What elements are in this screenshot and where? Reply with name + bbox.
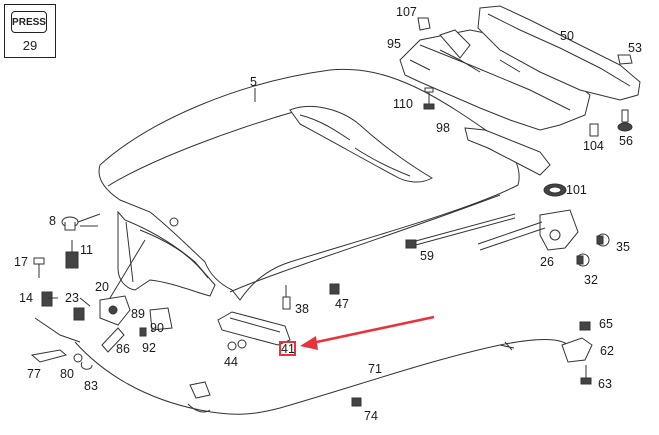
label-56: 56: [619, 134, 633, 148]
label-77: 77: [27, 367, 41, 381]
label-98: 98: [436, 121, 450, 135]
bumper-38[interactable]: [282, 285, 291, 310]
catch-89-90-92[interactable]: [139, 307, 173, 337]
screw-63[interactable]: [580, 365, 592, 385]
label-110: 110: [393, 97, 413, 111]
label-107: 107: [396, 5, 417, 19]
label-53: 53: [628, 41, 642, 55]
label-47: 47: [335, 297, 349, 311]
hood-panel[interactable]: [98, 68, 520, 301]
label-90: 90: [150, 321, 164, 335]
bumper-8[interactable]: [61, 216, 79, 231]
label-23: 23: [65, 291, 79, 305]
label-80: 80: [60, 367, 74, 381]
label-62: 62: [600, 344, 614, 358]
label-83: 83: [84, 379, 98, 393]
bolt-32[interactable]: [576, 253, 590, 267]
grommet-44[interactable]: [227, 339, 247, 351]
hinge-26[interactable]: [477, 209, 579, 251]
label-101: 101: [566, 183, 587, 197]
press-number: 29: [22, 38, 38, 53]
label-63: 63: [598, 377, 612, 391]
press-label: PRESS: [11, 11, 47, 33]
highlight-arrow: [300, 315, 435, 350]
label-26: 26: [540, 255, 554, 269]
label-32: 32: [584, 273, 598, 287]
latch-bracket-41[interactable]: [217, 311, 291, 346]
label-35: 35: [616, 240, 630, 254]
bolt-17[interactable]: [33, 257, 45, 278]
latch-20[interactable]: [99, 295, 131, 326]
emblem-101[interactable]: [543, 183, 567, 197]
seal-strip[interactable]: [464, 127, 551, 176]
label-20: 20: [95, 280, 109, 294]
label-14: 14: [19, 291, 33, 305]
clip-14[interactable]: [41, 291, 53, 307]
clip-65[interactable]: [579, 321, 591, 331]
label-95: 95: [387, 37, 401, 51]
press-reference-box: PRESS 29: [4, 4, 56, 58]
label-92: 92: [142, 341, 156, 355]
label-17: 17: [14, 255, 28, 269]
gas-strut-59[interactable]: [405, 213, 516, 249]
air-intake-assembly[interactable]: [399, 5, 641, 131]
bolt-35[interactable]: [596, 233, 610, 247]
label-71: 71: [368, 362, 382, 376]
label-5: 5: [250, 75, 257, 89]
label-89: 89: [131, 307, 145, 321]
fastener-110[interactable]: [423, 87, 435, 110]
screw-56[interactable]: [617, 109, 633, 132]
release-handle-62[interactable]: [561, 337, 593, 363]
nut-11[interactable]: [65, 240, 79, 269]
lever-77[interactable]: [30, 349, 68, 363]
label-65: 65: [599, 317, 613, 331]
label-41: 41: [281, 342, 295, 356]
label-11: 11: [80, 243, 93, 257]
label-104: 104: [583, 139, 604, 153]
clip-74[interactable]: [351, 397, 362, 407]
clip-80[interactable]: [73, 353, 83, 363]
clip-104[interactable]: [589, 123, 599, 137]
label-8: 8: [49, 214, 56, 228]
release-cable-71[interactable]: [74, 338, 569, 415]
label-86: 86: [116, 342, 130, 356]
ring-83[interactable]: [80, 361, 93, 370]
lock-23[interactable]: [73, 307, 85, 321]
highlight-box-41: [279, 341, 296, 356]
strap-86[interactable]: [101, 327, 125, 353]
label-38: 38: [295, 302, 309, 316]
bracket-small[interactable]: [189, 381, 211, 399]
label-59: 59: [420, 249, 434, 263]
clip-47[interactable]: [329, 283, 340, 295]
label-50: 50: [560, 29, 574, 43]
label-44: 44: [224, 355, 238, 369]
label-74: 74: [364, 409, 378, 423]
